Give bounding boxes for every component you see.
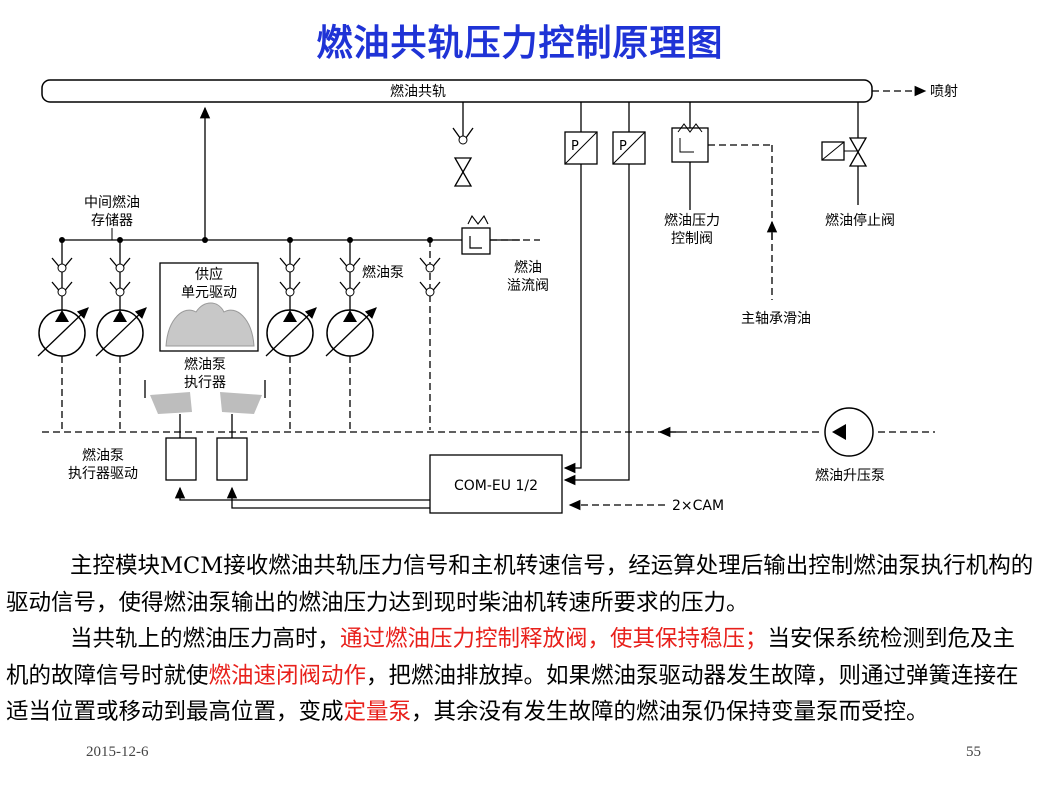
cam-label: 2×CAM (672, 498, 724, 514)
overflow-valve (461, 214, 540, 255)
pump-unit-3 (265, 240, 317, 357)
pump-unit-4 (325, 240, 377, 357)
explanation-text: 主控模块MCM接收燃油共轨压力信号和主机转速信号，经运算处理后输出控制燃油泵执行… (6, 548, 1036, 731)
actuator-label-1: 燃油泵 (184, 356, 226, 373)
stop-valve-label: 燃油停止阀 (825, 212, 895, 229)
return-check-valve (419, 240, 441, 430)
highlight-fixed-pump: 定量泵 (343, 699, 412, 725)
actuator-drive-box-1 (165, 437, 197, 481)
rail-label: 燃油共轨 (390, 83, 446, 100)
paragraph-2: 当共轨上的燃油压力高时，通过燃油压力控制释放阀，使其保持稳压；当安保系统检测到危… (6, 626, 1019, 725)
highlight-relief-valve: 通过燃油压力控制释放阀，使其保持稳压； (340, 626, 768, 652)
page-number: 55 (966, 744, 981, 760)
pressure-control-valve (671, 102, 773, 300)
booster-pump-label: 燃油升压泵 (815, 467, 885, 484)
common-rail (41, 79, 873, 103)
stop-valve (821, 102, 868, 205)
overflow-valve-label-1: 燃油 (514, 259, 542, 276)
injection-label: 喷射 (930, 84, 958, 100)
controller-label: COM-EU 1/2 (454, 478, 538, 494)
actuator-drive-label-2: 执行器驱动 (68, 466, 138, 482)
pressure-sensor-2: P (563, 102, 646, 486)
pcv-label-1: 燃油压力 (664, 212, 720, 229)
highlight-quick-close-valve: 燃油速闭阀动作 (208, 662, 367, 689)
booster-pump (824, 407, 874, 457)
controller-box (429, 454, 563, 514)
accumulator-label-2: 存储器 (91, 213, 133, 229)
paragraph-1: 主控模块MCM接收燃油共轨压力信号和主机转速信号，经运算处理后输出控制燃油泵执行… (6, 553, 1034, 616)
pcv-label-2: 控制阀 (671, 231, 713, 247)
bearing-oil-label: 主轴承滑油 (741, 310, 811, 327)
overflow-valve-label-2: 溢流阀 (507, 278, 549, 294)
supply-unit-label-2: 单元驱动 (181, 285, 237, 301)
accumulator-label-1: 中间燃油 (84, 194, 140, 211)
svg-text:P: P (571, 139, 579, 154)
pressure-sensor-1: P (563, 102, 598, 474)
svg-text:P: P (619, 139, 627, 154)
fuel-rail-diagram: 燃油共轨 喷射 中间燃油 存储器 (37, 79, 958, 514)
pump-label: 燃油泵 (362, 264, 404, 281)
supply-unit-label-1: 供应 (195, 266, 223, 283)
pump-unit-2 (95, 240, 147, 357)
footer-date: 2015-12-6 (86, 744, 149, 760)
vent-valve (452, 102, 474, 187)
actuator-label-2: 执行器 (184, 375, 226, 391)
page-title: 燃油共轨压力控制原理图 (316, 23, 724, 64)
actuator-drive-label-1: 燃油泵 (82, 447, 124, 464)
actuator-drive-box-2 (216, 437, 248, 481)
pump-unit-1 (37, 240, 89, 357)
